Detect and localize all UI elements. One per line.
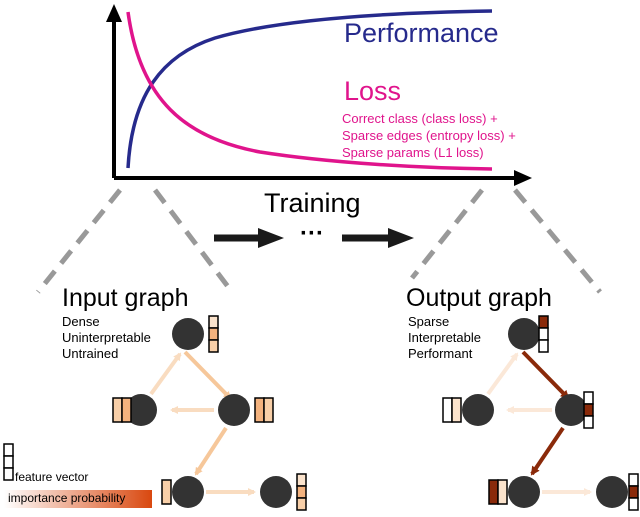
input-graph-title: Input graph	[62, 284, 189, 312]
output-graph	[442, 315, 639, 511]
feature-vector	[161, 479, 172, 505]
legend-feature-vector-glyph	[3, 443, 14, 481]
loss-term: Correct class (class loss) +	[342, 111, 498, 126]
loss-terms: Correct class (class loss) + Sparse edge…	[342, 110, 516, 161]
output-graph-title: Output graph	[406, 284, 552, 312]
feature-vector	[538, 315, 549, 353]
importance-gradient-bar	[4, 490, 152, 508]
graph-node	[555, 394, 587, 426]
legend-importance-label: importance probability	[8, 491, 126, 505]
graph-node	[508, 318, 540, 350]
property: Dense	[62, 314, 100, 329]
loss-label: Loss	[344, 76, 402, 106]
input-graph-properties: Dense Uninterpretable Untrained	[62, 314, 151, 362]
training-label: Training	[264, 188, 361, 218]
graph-node	[596, 476, 628, 508]
training-arrows	[214, 228, 414, 248]
graph-node	[218, 394, 250, 426]
output-edge	[486, 352, 519, 396]
feature-vector	[296, 473, 307, 511]
input-edge	[183, 350, 232, 400]
ellipsis: ···	[300, 220, 324, 247]
feature-vector	[254, 397, 274, 423]
property: Performant	[408, 346, 473, 361]
loss-curve	[126, 11, 493, 171]
input-graph	[112, 315, 307, 511]
chart-axes	[106, 4, 532, 186]
loss-term: Sparse edges (entropy loss) +	[342, 128, 516, 143]
feature-vector	[583, 391, 594, 429]
feature-vector	[488, 479, 508, 505]
performance-curve	[126, 9, 493, 169]
feature-vector	[628, 473, 639, 511]
property: Untrained	[62, 346, 119, 361]
graph-node	[125, 394, 157, 426]
zoom-lines	[36, 188, 602, 294]
output-edge	[521, 350, 570, 400]
output-graph-properties: Sparse Interpretable Performant	[408, 314, 481, 362]
graph-node	[260, 476, 292, 508]
loss-term: Sparse params (L1 loss)	[342, 145, 484, 160]
performance-label: Performance	[344, 18, 499, 48]
feature-vector	[208, 315, 219, 353]
input-edge	[149, 352, 182, 396]
graph-node	[462, 394, 494, 426]
output-edge	[530, 426, 565, 476]
property: Sparse	[408, 314, 450, 329]
input-edge	[194, 426, 228, 476]
graph-node	[172, 476, 204, 508]
feature-vector	[442, 397, 462, 423]
legend-feature-vector-label: feature vector	[15, 470, 89, 484]
graph-node	[172, 318, 204, 350]
graph-node	[508, 476, 540, 508]
feature-vector	[112, 397, 132, 423]
property: Interpretable	[408, 330, 481, 345]
property: Uninterpretable	[62, 330, 151, 345]
